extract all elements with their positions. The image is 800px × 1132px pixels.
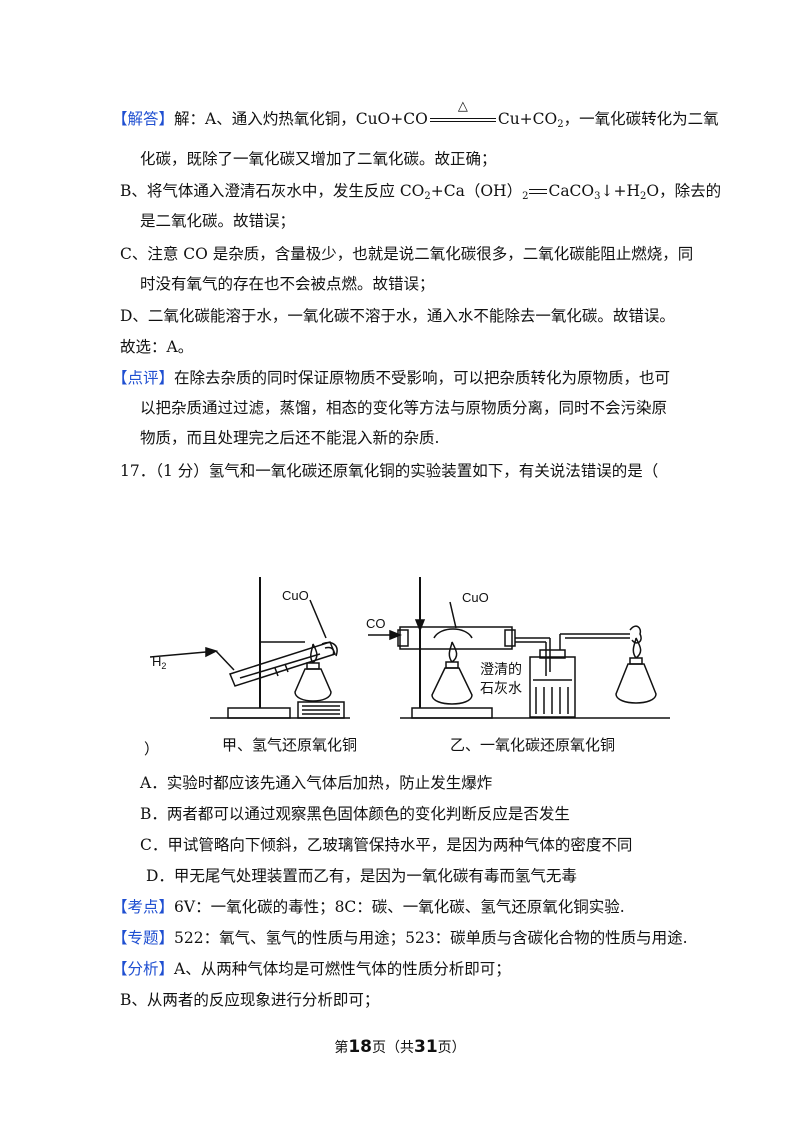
option-b: B．两者都可以通过观察黑色固体颜色的变化判断反应是否发生 bbox=[140, 805, 570, 823]
h2-label: H2 bbox=[152, 654, 166, 671]
fenxi-line-1: 【分析】A、从两种气体均是可燃性气体的性质分析即可； bbox=[112, 960, 511, 978]
zhuanti-line: 【专题】522：氧气、氢气的性质与用途；523：碳单质与含碳化合物的性质与用途. bbox=[112, 929, 688, 947]
review-line-3: 物质，而且处理完之后还不能混入新的杂质. bbox=[140, 429, 440, 447]
review-line-1: 【点评】在除去杂质的同时保证原物质不受影响，可以把杂质转化为原物质，也可 bbox=[112, 369, 671, 387]
right-cuo-label: CuO bbox=[462, 590, 489, 605]
fenxi-line-2: B、从两者的反应现象进行分析即可； bbox=[120, 991, 380, 1009]
limewater-label-1: 澄清的 bbox=[480, 661, 522, 677]
option-d: D．甲无尾气处理装置而乙有，是因为一氧化碳有毒而氢气无毒 bbox=[146, 867, 577, 885]
iron-stand-base-left bbox=[227, 707, 291, 719]
solution-line-c1: C、注意 CO 是杂质，含量极少，也就是说二氧化碳很多，二氧化碳能阻止燃烧，同 bbox=[120, 245, 694, 263]
h2-arrow-shaft bbox=[150, 651, 207, 658]
kaodian-tag: 【考点】 bbox=[112, 898, 175, 916]
tail-gas-flame bbox=[629, 625, 642, 644]
limewater-label-2: 石灰水 bbox=[480, 680, 522, 696]
question-close-paren: ） bbox=[144, 740, 160, 758]
solution-line-b-cont: 是二氧化碳。故错误； bbox=[140, 212, 296, 230]
test-tube-left bbox=[228, 641, 337, 687]
page-footer: 第18页（共31页） bbox=[334, 1037, 466, 1057]
fenxi-tag: 【分析】 bbox=[112, 960, 175, 978]
alcohol-lamp-tail bbox=[615, 663, 657, 704]
heating-equation-sign: △ bbox=[428, 99, 498, 130]
cuo-powder-left bbox=[321, 641, 338, 657]
left-cuo-label: CuO bbox=[282, 588, 309, 603]
question-stem: 17．（1 分）氢气和一氧化碳还原氧化铜的实验装置如下，有关说法错误的是（ bbox=[120, 462, 659, 480]
solution-answer: 故选：A。 bbox=[120, 338, 194, 356]
solution-tag: 【解答】 bbox=[112, 110, 175, 128]
limewater-bottle bbox=[529, 656, 576, 718]
review-line-2: 以把杂质通过过滤，蒸馏，相态的变化等方法与原物质分离，同时不会污染原 bbox=[140, 399, 668, 417]
solution-line-d: D、二氧化碳能溶于水，一氧化碳不溶于水，通入水不能除去一氧化碳。故错误。 bbox=[120, 307, 675, 325]
equals-sign bbox=[528, 180, 548, 202]
page-total: 31 bbox=[414, 1037, 438, 1057]
option-c: C．甲试管略向下倾斜，乙玻璃管保持水平，是因为两种气体的密度不同 bbox=[140, 836, 633, 854]
alcohol-lamp-left bbox=[294, 668, 332, 702]
zhuanti-tag: 【专题】 bbox=[112, 929, 175, 947]
page-number: 18 bbox=[348, 1037, 372, 1057]
cuo-powder-right bbox=[433, 628, 473, 639]
apparatus-figure: CuO H2 CuO CO 澄清的 石灰水 甲、氢气还原氧化铜 乙、一氧化碳还原… bbox=[150, 577, 670, 754]
right-apparatus bbox=[368, 577, 670, 719]
solution-line-a-cont: 化碳，既除了一氧化碳又增加了二氧化碳。故正确； bbox=[140, 150, 497, 168]
review-tag: 【点评】 bbox=[112, 369, 175, 387]
glass-tube-right bbox=[399, 626, 513, 650]
solution-line-c2: 时没有氧气的存在也不会被点燃。故错误； bbox=[140, 275, 435, 293]
left-apparatus bbox=[150, 577, 350, 719]
iron-stand-base-right bbox=[411, 707, 493, 719]
co-label: CO bbox=[366, 616, 386, 631]
option-a: A．实验时都应该先通入气体后加热，防止发生爆炸 bbox=[140, 774, 493, 792]
kaodian-line: 【考点】6V：一氧化碳的毒性；8C：碳、一氧化碳、氢气还原氧化铜实验. bbox=[112, 898, 625, 916]
right-caption: 乙、一氧化碳还原氧化铜 bbox=[450, 737, 615, 754]
solution-line-a: 【解答】解：A、通入灼热氧化铜，CuO+CO△Cu+CO2，一氧化碳转化为二氧 bbox=[112, 99, 719, 130]
left-caption: 甲、氢气还原氧化铜 bbox=[222, 737, 357, 754]
alcohol-lamp-right bbox=[431, 667, 473, 705]
